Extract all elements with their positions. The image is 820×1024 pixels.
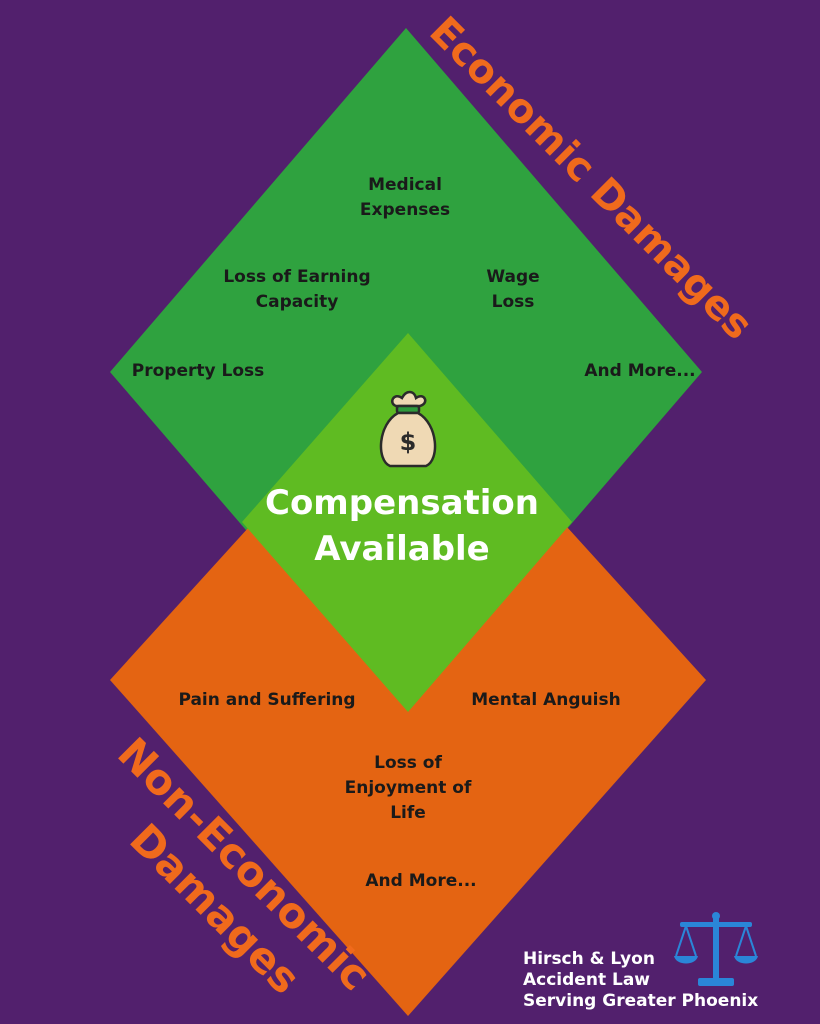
center-title-line2: Available [314, 529, 490, 569]
non-economic-item-mental-anguish: Mental Anguish [471, 690, 621, 710]
brand-line1: Hirsch & Lyon [523, 949, 655, 969]
money-bag-icon: $ [379, 390, 437, 468]
brand-line3: Serving Greater Phoenix [523, 991, 759, 1011]
non-economic-item-and-more: And More... [365, 871, 477, 891]
compensation-overlap-diamond [242, 333, 572, 712]
non-economic-item-pain-and-suffering: Pain and Suffering [178, 690, 356, 710]
brand-line2: Accident Law [523, 970, 650, 990]
center-title-line1: Compensation [265, 483, 539, 523]
economic-item-loss-of-earning-capacity: Loss of Earning Capacity [223, 267, 371, 312]
economic-item-property-loss: Property Loss [131, 361, 265, 381]
svg-text:$: $ [400, 428, 417, 456]
economic-item-medical-expenses: Medical Expenses [359, 175, 451, 220]
brand-block: Hirsch & Lyon Accident Law Serving Great… [523, 949, 758, 1012]
economic-item-wage-loss: Wage Loss [486, 267, 540, 312]
economic-item-and-more: And More... [584, 361, 696, 381]
scales-of-justice-icon [674, 912, 758, 986]
compensation-available-title: Compensation Available [265, 480, 539, 572]
non-economic-item-loss-of-enjoyment: Loss of Enjoyment of Life [344, 753, 472, 823]
